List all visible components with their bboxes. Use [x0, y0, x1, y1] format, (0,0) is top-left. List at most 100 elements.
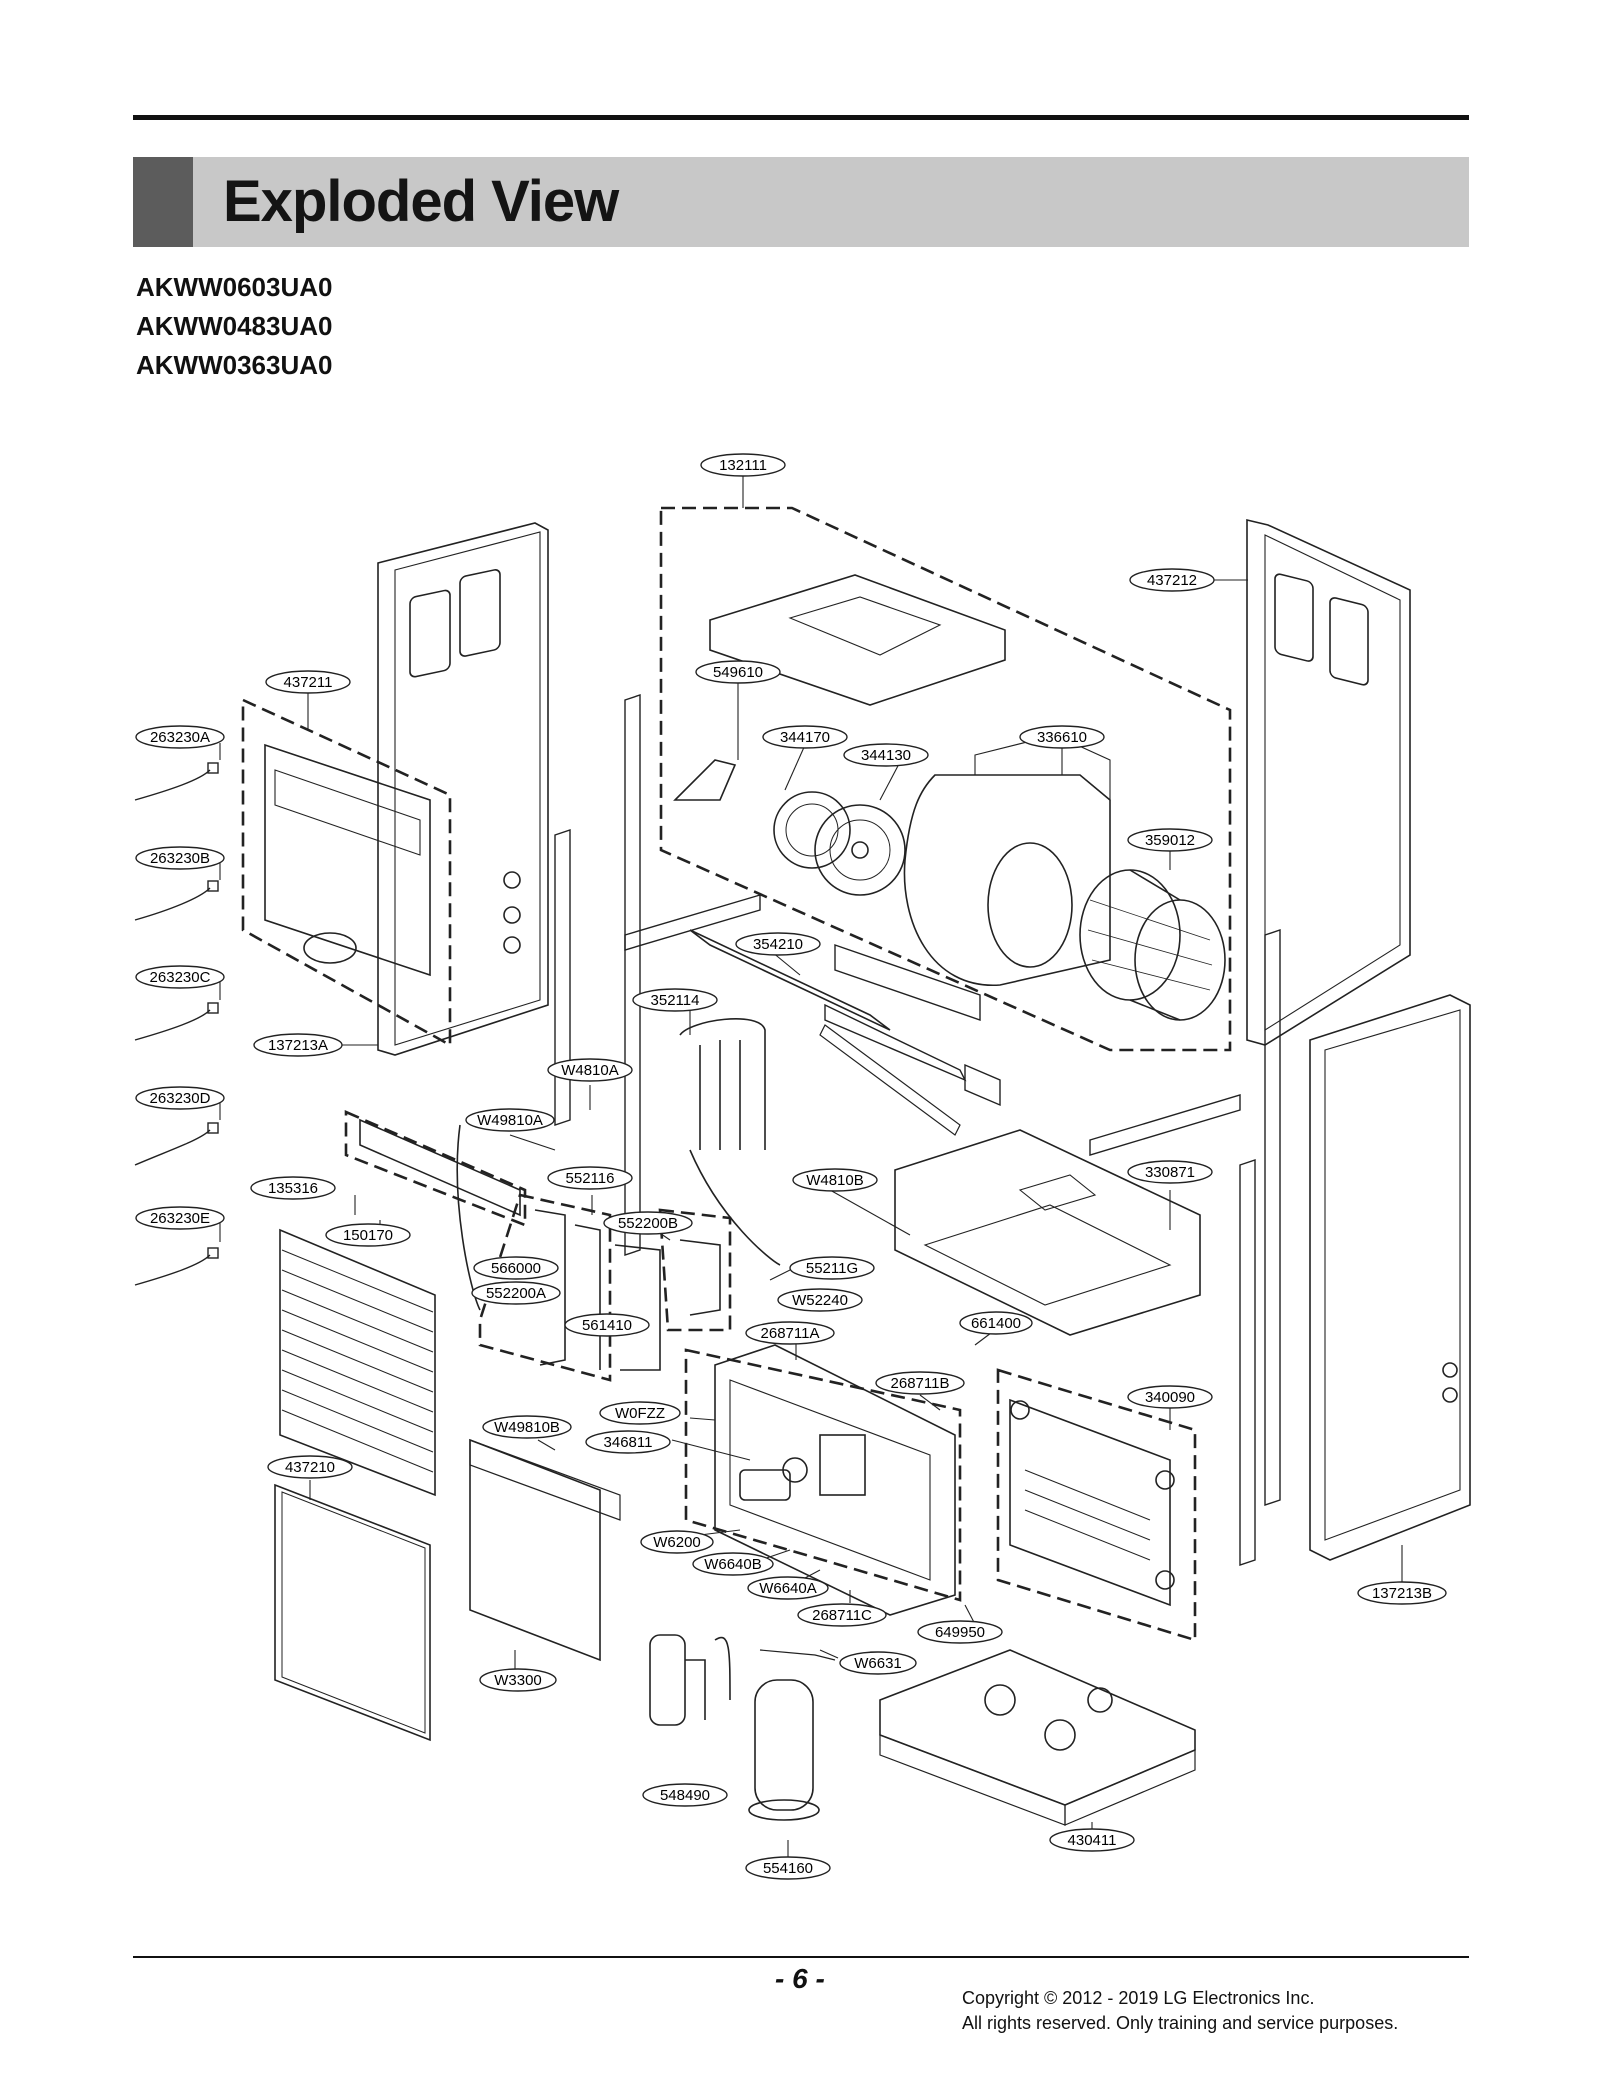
callout-268711B: 268711B: [875, 1371, 965, 1395]
thermistor-cords: [134, 762, 219, 1286]
callout-text: 552116: [566, 1170, 615, 1187]
callout-268711A: 268711A: [745, 1321, 835, 1345]
louvered-grille: [279, 1228, 436, 1497]
callout-150170: 150170: [325, 1223, 411, 1247]
blower-housing: [903, 734, 1111, 986]
control-box: [714, 1344, 956, 1616]
callout-W0FZZ: W0FZZ: [599, 1401, 681, 1425]
coil-group-box: [996, 1368, 1197, 1642]
callout-text: 552200A: [486, 1285, 546, 1302]
callout-text: 552200B: [618, 1215, 678, 1232]
front-panel-group-box: [241, 697, 452, 1048]
callout-W49810B: W49810B: [482, 1415, 572, 1439]
callout-137213B: 137213B: [1357, 1581, 1447, 1605]
callout-text: 330871: [1145, 1164, 1195, 1181]
callout-W6640A: W6640A: [747, 1576, 829, 1600]
callout-text: 268711B: [891, 1375, 950, 1392]
model-number: AKWW0603UA0: [136, 272, 333, 302]
callout-566000: 566000: [473, 1256, 559, 1280]
callout-text: W0FZZ: [615, 1405, 665, 1422]
callout-W6200: W6200: [640, 1530, 714, 1554]
callout-W6640B: W6640B: [692, 1552, 774, 1576]
callout-text: 661400: [971, 1315, 1021, 1332]
callout-text: W4810B: [806, 1172, 864, 1189]
callout-text: 263230C: [150, 969, 211, 986]
callout-359012: 359012: [1127, 828, 1213, 852]
callout-548490: 548490: [642, 1783, 728, 1807]
callout-437211: 437211: [265, 670, 351, 694]
callout-554160: 554160: [745, 1856, 831, 1880]
callout-text: 437212: [1147, 572, 1197, 589]
copyright: Copyright © 2012 - 2019 LG Electronics I…: [962, 1986, 1398, 2036]
callout-text: 263230E: [150, 1210, 210, 1227]
tubing-group-a-box: [478, 1193, 612, 1382]
callout-text: 268711A: [761, 1325, 820, 1342]
callout-labels: 132111 437212 437211 549610 344170 34413…: [135, 453, 1447, 1880]
copyright-line: Copyright © 2012 - 2019 LG Electronics I…: [962, 1988, 1315, 2008]
callout-text: W49810B: [494, 1419, 560, 1436]
callout-263230A: 263230A: [135, 725, 225, 749]
callout-text: 55211G: [806, 1260, 858, 1277]
callout-text: 344170: [780, 729, 830, 746]
air-deflector: [689, 929, 961, 1136]
callout-text: 340090: [1145, 1389, 1195, 1406]
callout-text: 352114: [651, 992, 700, 1009]
callout-text: 566000: [491, 1260, 541, 1277]
callout-263230D: 263230D: [135, 1086, 225, 1110]
callout-137213A: 137213A: [253, 1033, 343, 1057]
callout-text: 549610: [713, 664, 763, 681]
copyright-line: All rights reserved. Only training and s…: [962, 2013, 1399, 2033]
blower-group-box: [659, 506, 1232, 1052]
callout-text: 359012: [1145, 832, 1195, 849]
callout-336610: 336610: [1019, 725, 1105, 749]
callout-text: 263230D: [150, 1090, 211, 1107]
callout-text: 430411: [1068, 1832, 1117, 1849]
callout-text: 554160: [763, 1860, 813, 1877]
page-number: - 6 -: [775, 1963, 825, 1994]
callout-W52240: W52240: [777, 1288, 863, 1312]
compressor: [649, 1634, 836, 1821]
callout-text: 346811: [604, 1434, 653, 1451]
callout-344130: 344130: [843, 743, 929, 767]
base-pan: [879, 1649, 1196, 1826]
callout-W4810B: W4810B: [792, 1168, 878, 1192]
callout-561410: 561410: [564, 1313, 650, 1337]
callout-text: 150170: [343, 1227, 393, 1244]
callout-text: W6640A: [759, 1580, 817, 1597]
callout-661400: 661400: [959, 1311, 1033, 1335]
callout-text: 344130: [861, 747, 911, 764]
callout-text: W6200: [653, 1534, 701, 1551]
callout-437212: 437212: [1129, 568, 1215, 592]
callout-text: 268711C: [812, 1607, 872, 1624]
callout-W3300: W3300: [479, 1668, 557, 1692]
callout-text: W4810A: [561, 1062, 619, 1079]
drain-pan: [894, 1129, 1201, 1336]
left-side-panel: [377, 522, 549, 1056]
callout-55211G: 55211G: [789, 1256, 875, 1280]
callout-132111: 132111: [700, 453, 786, 477]
callout-text: 263230B: [150, 850, 210, 867]
right-side-panel: [1246, 518, 1411, 1046]
model-number: AKWW0483UA0: [136, 311, 333, 341]
callout-text: W49810A: [477, 1112, 543, 1129]
model-number: AKWW0363UA0: [136, 350, 333, 380]
front-cover-panel: [274, 1483, 431, 1742]
callout-263230E: 263230E: [135, 1206, 225, 1230]
callout-340090: 340090: [1127, 1385, 1213, 1409]
callout-263230B: 263230B: [135, 846, 225, 870]
callout-text: 137213A: [268, 1037, 328, 1054]
callout-text: W52240: [792, 1292, 848, 1309]
callout-text: 132111: [719, 457, 767, 474]
callout-549610: 549610: [695, 660, 781, 684]
bracket-group-box: [344, 1110, 527, 1227]
callout-430411: 430411: [1049, 1828, 1135, 1852]
callout-263230C: 263230C: [135, 965, 225, 989]
blower-wheel: [1079, 869, 1226, 1021]
callout-text: 135316: [268, 1180, 318, 1197]
callout-649950: 649950: [917, 1620, 1003, 1644]
frame-rails: [554, 694, 1281, 1566]
callout-552116: 552116: [547, 1166, 633, 1190]
callout-552200A: 552200A: [471, 1281, 561, 1305]
front-access-panel: [264, 743, 431, 977]
